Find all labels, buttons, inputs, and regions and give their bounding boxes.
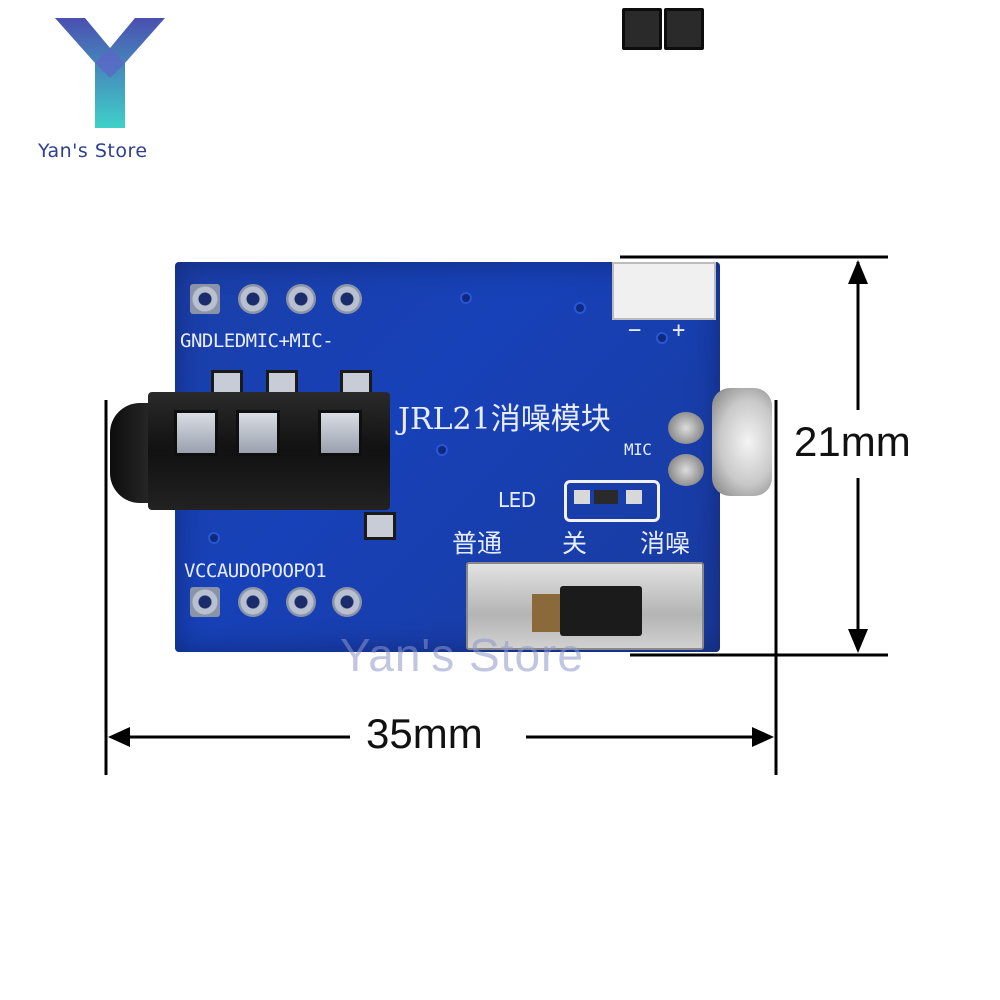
pin-audo (238, 587, 268, 617)
via (574, 302, 586, 314)
height-dimension: 21mm (788, 418, 917, 466)
led-pad (574, 490, 590, 504)
pin-mic-plus (286, 284, 316, 314)
yans-store-logo (55, 18, 165, 128)
audio-jack-barrel (110, 403, 154, 503)
mic-lead (668, 454, 704, 486)
switch-knob[interactable] (560, 586, 642, 636)
jack-pad (364, 512, 396, 540)
top-pin-labels: GNDLEDMIC+MIC- (180, 330, 334, 352)
jack-contact (174, 410, 218, 456)
mode-anc-label: 消噪 (640, 529, 691, 558)
microphone (712, 388, 772, 496)
led-outline (564, 480, 660, 522)
header-pin (622, 8, 662, 50)
via (656, 332, 668, 344)
pin-po1 (332, 587, 362, 617)
pin-gnd (190, 284, 220, 314)
led-pad (626, 490, 642, 504)
mic-lead (668, 412, 704, 444)
header-minus-label: − (628, 318, 641, 343)
bottom-pin-labels: VCCAUDOPOOPO1 (184, 560, 327, 582)
pin-led (238, 284, 268, 314)
power-header (612, 262, 716, 320)
header-pin (664, 8, 704, 50)
brand-name: Yan's Store (38, 140, 148, 162)
mode-normal-label: 普通 (452, 529, 503, 558)
pin-po0 (286, 587, 316, 617)
width-dimension: 35mm (360, 710, 489, 758)
header-plus-label: + (672, 318, 685, 343)
led-chip (594, 490, 618, 504)
mode-off-label: 关 (562, 529, 588, 558)
watermark: Yan's Store (340, 629, 584, 681)
jack-contact (318, 410, 362, 456)
switch-track (532, 594, 562, 632)
mic-label: MIC (624, 440, 652, 459)
via (460, 292, 472, 304)
via (208, 532, 220, 544)
led-label: LED (498, 488, 536, 512)
pin-vcc (190, 587, 220, 617)
via (436, 444, 448, 456)
module-title: JRL21消噪模块 (398, 402, 611, 437)
jack-contact (236, 410, 280, 456)
pin-mic-minus (332, 284, 362, 314)
